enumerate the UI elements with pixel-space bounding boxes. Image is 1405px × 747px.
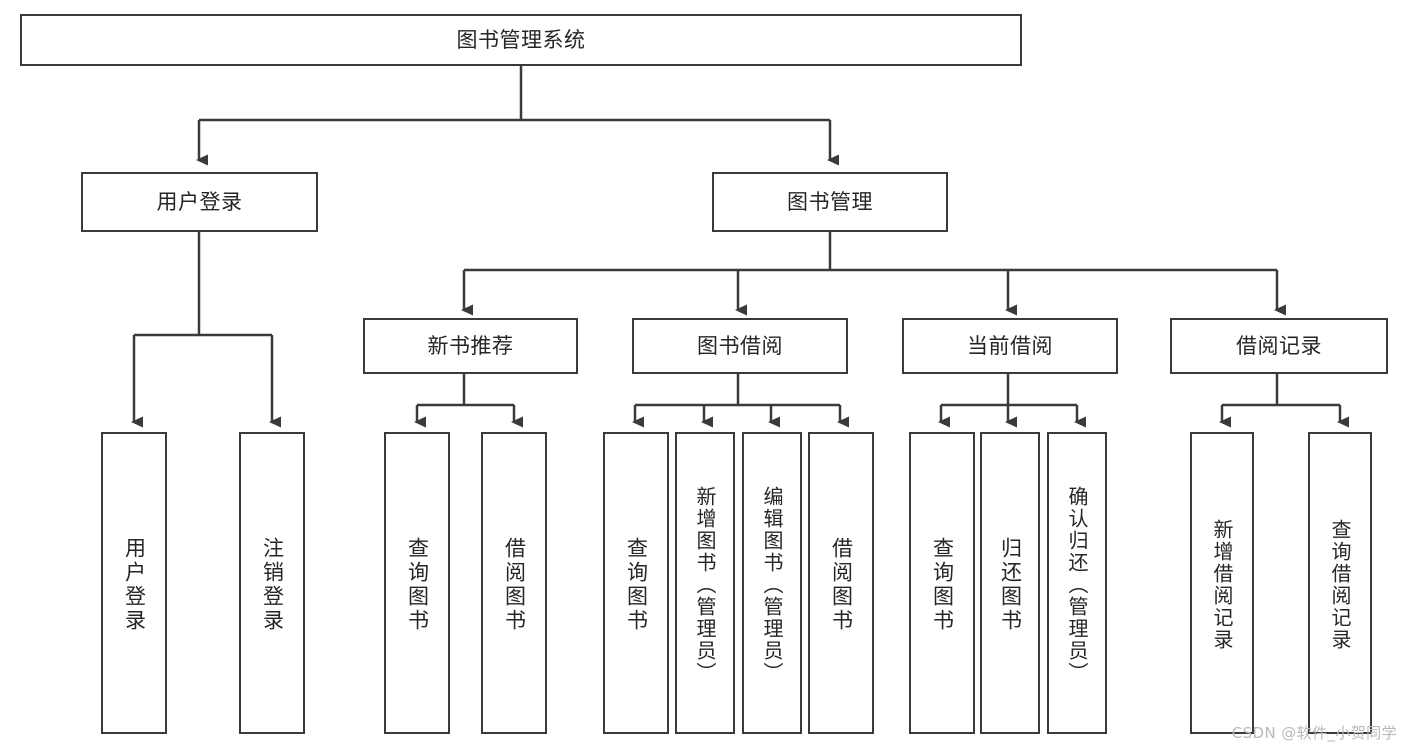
node-leaf-logout-login[interactable]: 注销登录 — [239, 432, 305, 734]
node-label: 注销登录 — [260, 537, 285, 633]
node-current-borrow[interactable]: 当前借阅 — [902, 318, 1118, 374]
node-leaf-user-login[interactable]: 用户登录 — [101, 432, 167, 734]
node-leaf-edit-book[interactable]: 编辑图书（管理员） — [742, 432, 802, 734]
node-leaf-borrow-book-1[interactable]: 借阅图书 — [481, 432, 547, 734]
node-label: 确认归还（管理员） — [1065, 486, 1089, 684]
node-leaf-query-book-2[interactable]: 查询图书 — [603, 432, 669, 734]
node-user-login[interactable]: 用户登录 — [81, 172, 318, 232]
node-label: 用户登录 — [156, 189, 243, 214]
node-label: 新增借阅记录 — [1210, 519, 1234, 651]
node-label: 借阅图书 — [829, 537, 854, 633]
node-leaf-query-book-1[interactable]: 查询图书 — [384, 432, 450, 734]
node-leaf-add-record[interactable]: 新增借阅记录 — [1190, 432, 1254, 734]
node-book-management[interactable]: 图书管理 — [712, 172, 948, 232]
node-label: 图书借阅 — [697, 333, 783, 358]
node-label: 用户登录 — [122, 537, 147, 633]
node-label: 图书管理 — [787, 189, 873, 214]
node-label: 归还图书 — [998, 537, 1023, 633]
node-new-book-recommend[interactable]: 新书推荐 — [363, 318, 578, 374]
node-book-borrow[interactable]: 图书借阅 — [632, 318, 848, 374]
node-label: 借阅记录 — [1236, 333, 1322, 358]
node-label: 查询图书 — [624, 537, 649, 633]
node-label: 借阅图书 — [502, 537, 527, 633]
node-leaf-add-book[interactable]: 新增图书（管理员） — [675, 432, 735, 734]
node-label: 当前借阅 — [967, 333, 1053, 358]
node-label: 编辑图书（管理员） — [760, 486, 784, 684]
node-label: 图书管理系统 — [456, 27, 586, 52]
node-label: 新增图书（管理员） — [693, 486, 717, 684]
node-leaf-confirm-return[interactable]: 确认归还（管理员） — [1047, 432, 1107, 734]
node-leaf-query-book-3[interactable]: 查询图书 — [909, 432, 975, 734]
node-label: 查询图书 — [930, 537, 955, 633]
node-leaf-query-record[interactable]: 查询借阅记录 — [1308, 432, 1372, 734]
node-leaf-return-book[interactable]: 归还图书 — [980, 432, 1040, 734]
node-label: 查询借阅记录 — [1328, 519, 1352, 651]
node-book-management-system[interactable]: 图书管理系统 — [20, 14, 1022, 66]
csdn-watermark: CSDN @软件_小贺同学 — [1231, 724, 1397, 742]
node-label: 查询图书 — [405, 537, 430, 633]
node-label: 新书推荐 — [427, 333, 514, 358]
node-borrow-record[interactable]: 借阅记录 — [1170, 318, 1388, 374]
node-leaf-borrow-book-2[interactable]: 借阅图书 — [808, 432, 874, 734]
